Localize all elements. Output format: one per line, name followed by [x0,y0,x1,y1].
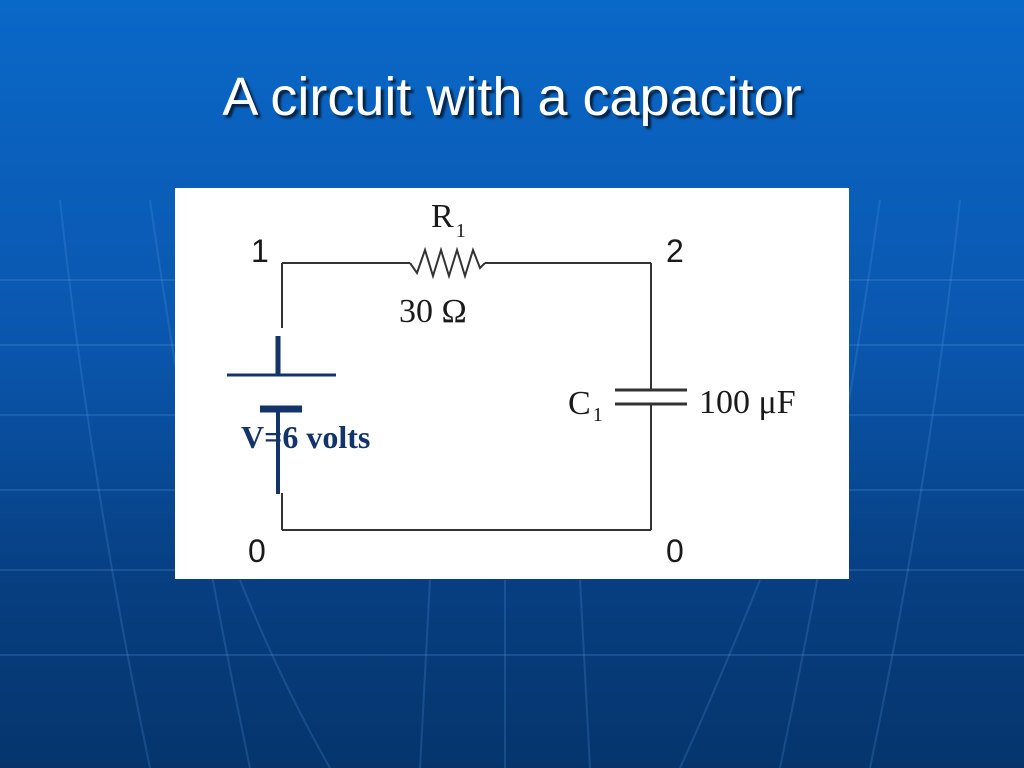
resistor-symbol [409,246,486,280]
capacitor-value: 100 μF [699,384,796,421]
battery-symbol [227,336,336,494]
node-label-1: 1 [251,233,269,269]
capacitor-symbol [615,388,687,406]
node-label-0-right: 0 [666,533,684,569]
node-label-2: 2 [666,233,684,269]
resistor-value: 30 Ω [399,293,467,330]
wires [281,262,652,531]
node-label-0-left: 0 [248,533,266,569]
battery-label: V=6 volts [241,419,370,455]
slide-title: A circuit with a capacitor [222,67,802,127]
